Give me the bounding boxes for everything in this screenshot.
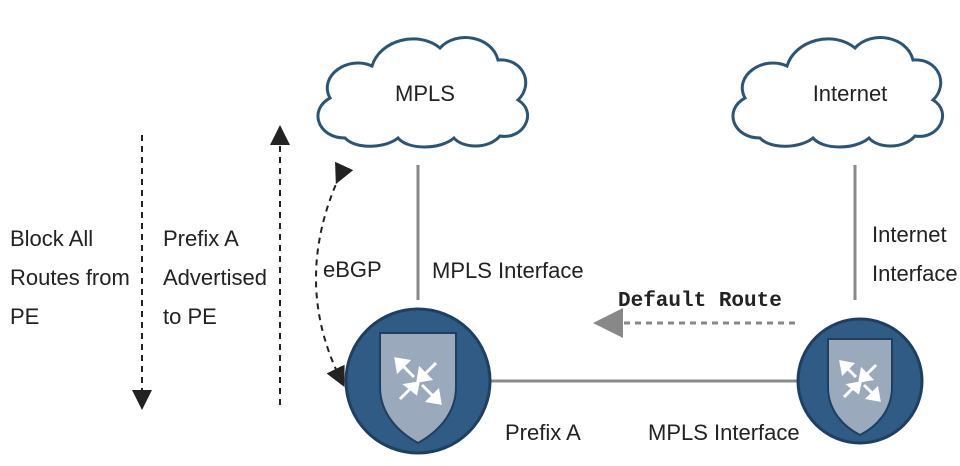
- default-route-label: Default Route: [618, 290, 782, 313]
- block-routes-label: Block All Routes from PE: [10, 226, 136, 329]
- router-icon: [344, 307, 492, 455]
- mpls-interface-top-label: MPLS Interface: [432, 258, 584, 283]
- router-icon: [796, 317, 924, 445]
- mpls-interface-bottom-label: MPLS Interface: [648, 420, 800, 445]
- internet-cloud-icon: Internet: [731, 36, 945, 149]
- internet-cloud-label: Internet: [813, 81, 888, 106]
- mpls-cloud-label: MPLS: [395, 81, 455, 106]
- mpls-cloud-icon: MPLS: [316, 36, 530, 149]
- ebgp-label: eBGP: [323, 257, 382, 282]
- ebgp-session-arrow: [315, 161, 354, 387]
- prefix-a-label: Prefix A: [505, 420, 581, 445]
- internet-interface-label: Internet Interface: [872, 222, 958, 286]
- prefix-advertised-label: Prefix A Advertised to PE: [163, 226, 273, 329]
